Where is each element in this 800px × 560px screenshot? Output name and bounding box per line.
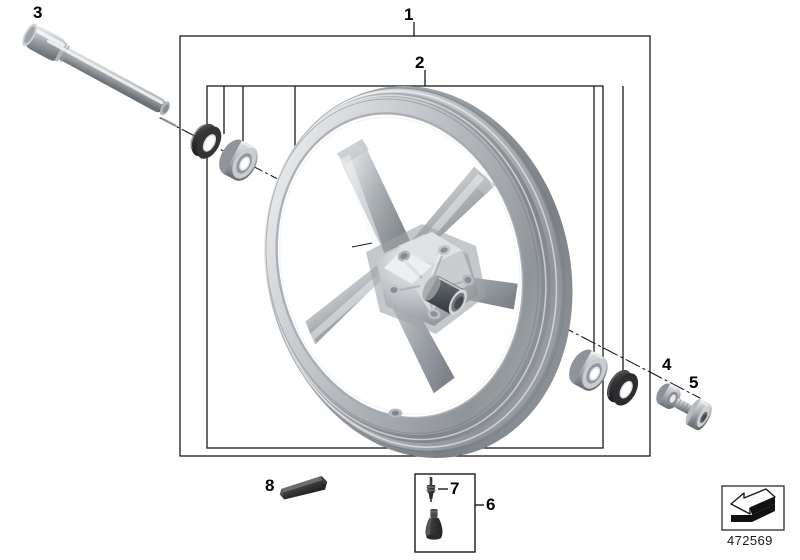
callout-label-7: 7 bbox=[450, 479, 460, 498]
part-balance-weight bbox=[279, 476, 328, 500]
orientation-logo bbox=[721, 485, 785, 531]
diagram-part-number: 472569 bbox=[727, 533, 773, 548]
valve-frame-6 bbox=[414, 473, 476, 553]
part-shaft-seal-left bbox=[190, 123, 222, 159]
part-tire-valve-stem bbox=[425, 509, 443, 540]
callout-label-8: 8 bbox=[265, 476, 275, 495]
part-front-axle-shaft bbox=[22, 23, 177, 127]
callout-label-5: 5 bbox=[689, 373, 699, 392]
callout-label-1: 1 bbox=[404, 5, 414, 24]
part-ball-bearing-right bbox=[569, 349, 608, 391]
part-front-wheel-rim bbox=[264, 86, 573, 458]
wheel-hub bbox=[366, 224, 486, 334]
frame2-leader-lines bbox=[223, 86, 624, 374]
callout-label-6: 6 bbox=[486, 495, 496, 514]
part-shaft-seal-right bbox=[607, 369, 639, 406]
part-valve-core bbox=[426, 477, 436, 502]
callout-label-3: 3 bbox=[33, 3, 43, 22]
part-ball-bearing-left bbox=[219, 139, 258, 181]
callout-label-4: 4 bbox=[662, 355, 672, 374]
callout-label-2: 2 bbox=[415, 53, 425, 72]
part-flanged-axle-bolt bbox=[674, 398, 712, 431]
